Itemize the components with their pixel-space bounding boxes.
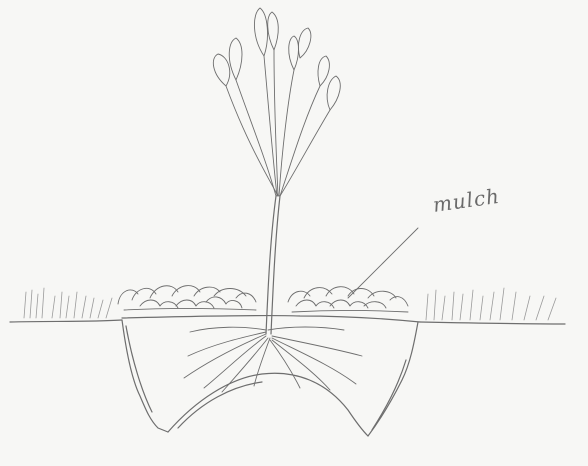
stem (266, 196, 280, 334)
grass-left (24, 288, 112, 318)
leaf (229, 38, 242, 80)
leader-line (348, 228, 418, 298)
leaves (213, 8, 340, 110)
leaf (254, 8, 267, 56)
leaf (327, 76, 340, 110)
leaf (213, 54, 229, 86)
mulch-right (288, 287, 408, 312)
planting-hole (122, 320, 418, 436)
leaf (298, 28, 310, 58)
leaf (318, 56, 329, 86)
ground-surface (10, 316, 565, 324)
leaf (268, 12, 279, 50)
mulch-label: mulch (431, 184, 501, 217)
roots (184, 327, 362, 392)
mulch-left (118, 286, 256, 310)
branches (226, 50, 330, 196)
grass-right (426, 288, 556, 320)
leaf (289, 36, 299, 70)
